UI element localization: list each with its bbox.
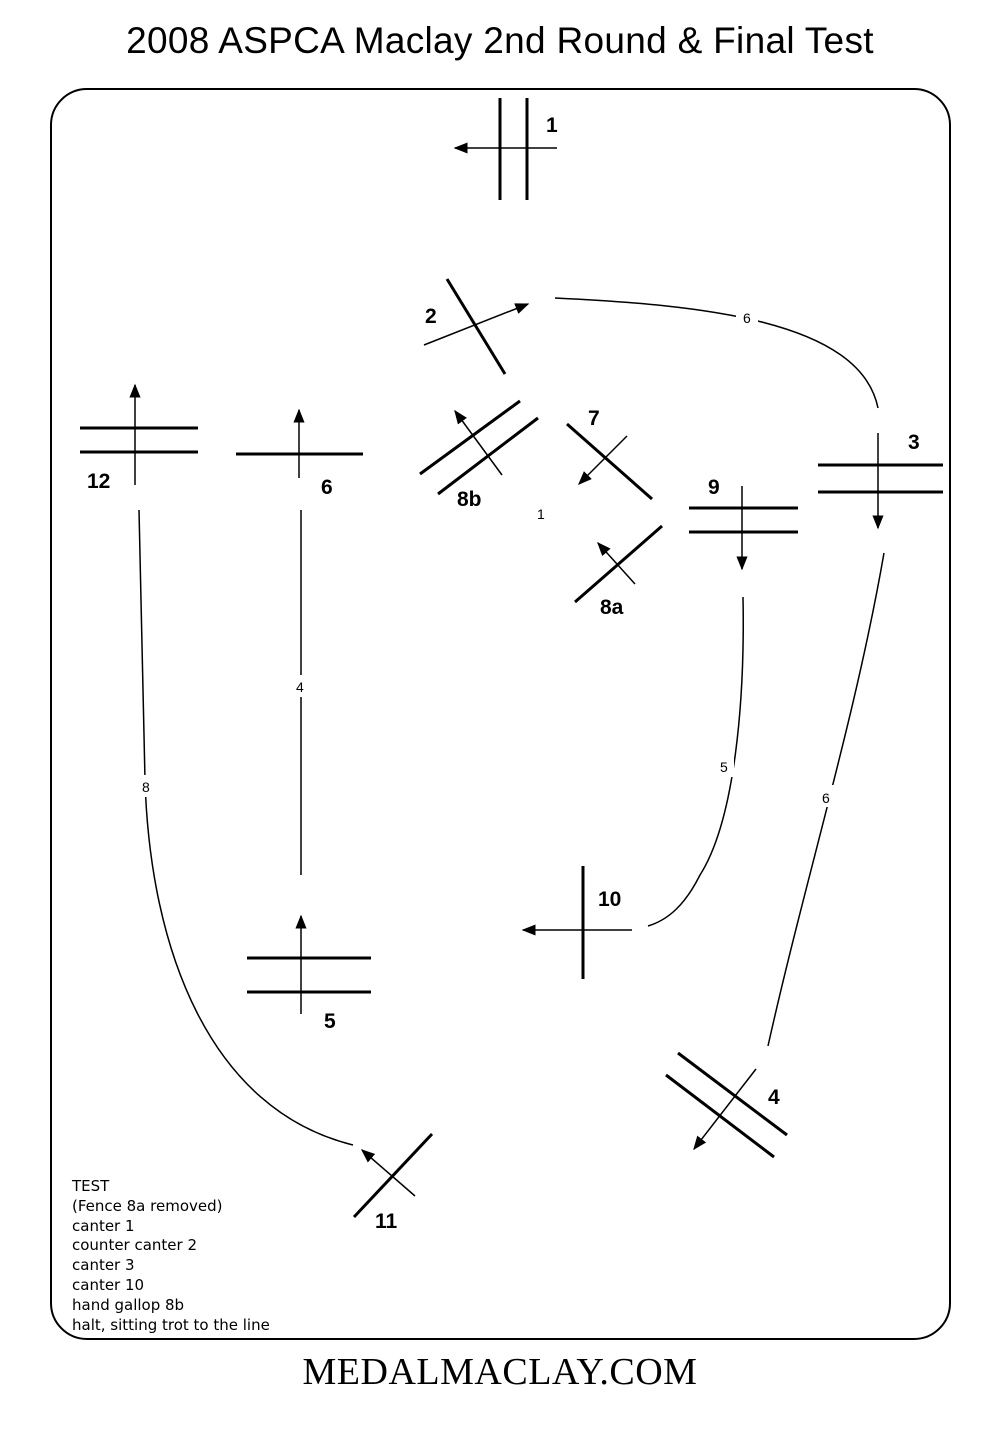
fence-11-number: 11 xyxy=(375,1210,398,1233)
strides-5-to-6: 4 xyxy=(296,679,304,695)
fence-4-arrow xyxy=(693,1068,757,1151)
track-2-to-3 xyxy=(554,297,879,409)
track-9-to-10 xyxy=(647,596,744,927)
strides-8b-to-8a: 1 xyxy=(537,506,545,522)
fence-4: 4 xyxy=(665,1051,788,1159)
fence-8b-number: 8b xyxy=(457,488,482,511)
fence-11: 11 xyxy=(352,1132,434,1233)
test-line: canter 1 xyxy=(72,1216,135,1235)
strides-11-to-12: 8 xyxy=(142,779,150,795)
fence-2-number: 2 xyxy=(425,305,437,328)
fence-7-arrow xyxy=(578,435,628,485)
strides-9-to-10: 5 xyxy=(720,759,728,775)
test-line: canter 10 xyxy=(72,1275,145,1294)
fence-1-number: 1 xyxy=(546,114,558,137)
fence-4-number: 4 xyxy=(768,1086,780,1109)
fence-12-number: 12 xyxy=(87,470,110,493)
fence-8b: 8b xyxy=(419,399,539,511)
fence-12: 12 xyxy=(80,383,198,493)
track-11-to-12 xyxy=(138,509,354,1146)
test-notes: TEST (Fence 8a removed) canter 1 counter… xyxy=(72,1177,270,1335)
fence-1: 1 xyxy=(453,98,558,200)
fence-8a-number: 8a xyxy=(600,596,624,619)
footer-site-name: MEDALMACLAY.COM xyxy=(302,1351,698,1393)
fence-8a-arrow xyxy=(597,541,636,585)
test-line: counter canter 2 xyxy=(72,1236,198,1255)
fence-11-arrow xyxy=(360,1149,416,1197)
fence-5: 5 xyxy=(247,914,371,1033)
test-heading: TEST xyxy=(72,1177,110,1195)
fence-10: 10 xyxy=(521,866,632,979)
fence-6-number: 6 xyxy=(321,476,333,499)
fence-10-number: 10 xyxy=(598,888,621,911)
fence-9: 9 xyxy=(689,476,798,571)
fence-6: 6 xyxy=(236,408,363,499)
fence-7-number: 7 xyxy=(588,407,600,430)
fence-8a: 8a xyxy=(574,524,663,619)
fence-8b-arrow xyxy=(454,409,503,476)
fence-5-number: 5 xyxy=(324,1010,336,1033)
fence-3-number: 3 xyxy=(908,431,920,454)
fence-2: 2 xyxy=(423,278,530,375)
fence-7: 7 xyxy=(566,407,653,501)
strides-2-to-3: 6 xyxy=(743,310,751,326)
test-line: canter 3 xyxy=(72,1256,135,1275)
arena-border xyxy=(50,88,951,1340)
strides-3-to-4: 6 xyxy=(822,790,830,806)
test-line: halt, sitting trot to the line xyxy=(72,1315,270,1334)
fence-2-arrow xyxy=(423,303,530,346)
test-line: hand gallop 8b xyxy=(72,1295,185,1314)
page-title: 2008 ASPCA Maclay 2nd Round & Final Test xyxy=(126,20,874,61)
fence-3: 3 xyxy=(818,431,943,530)
test-line: (Fence 8a removed) xyxy=(72,1196,223,1215)
fence-9-number: 9 xyxy=(708,476,720,499)
